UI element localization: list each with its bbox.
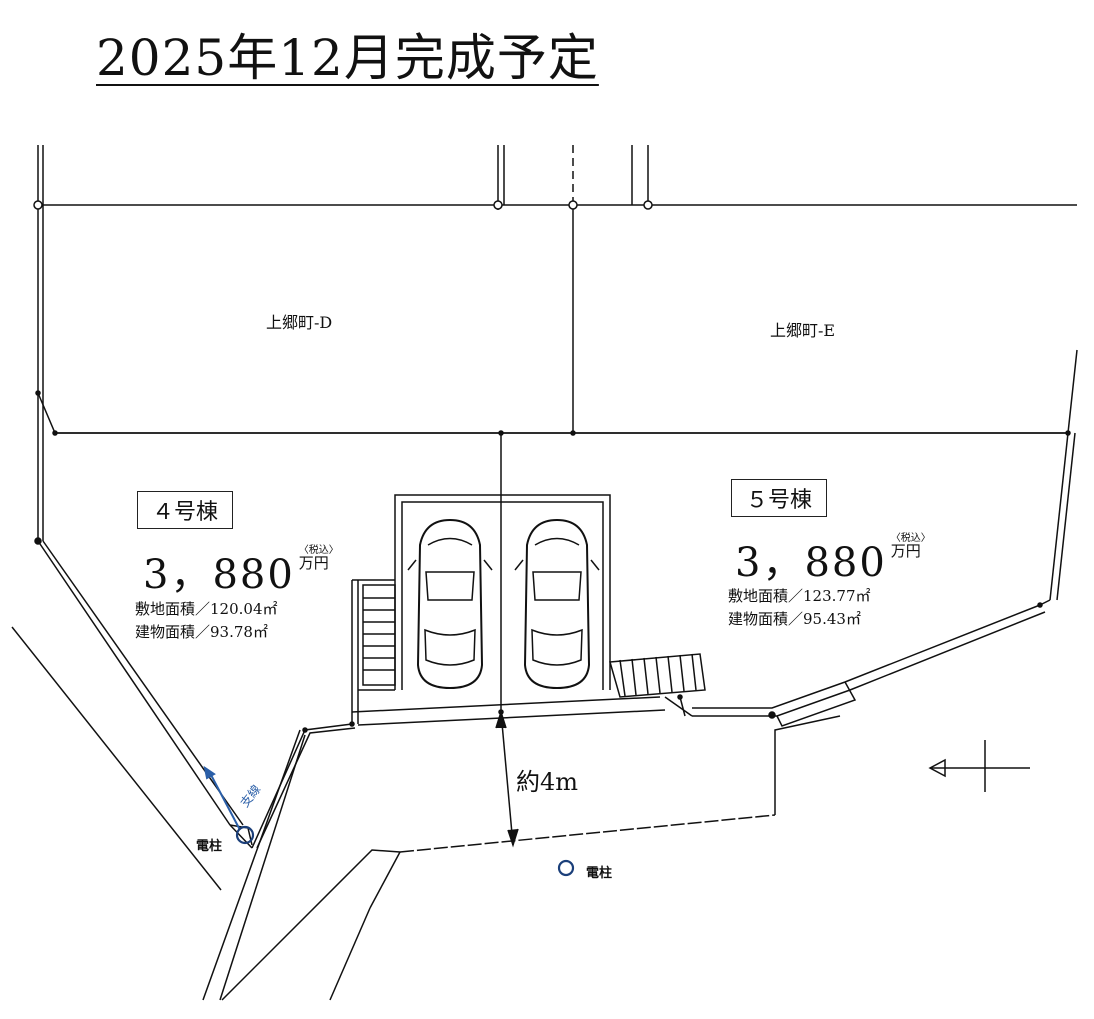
- stairs-house4: [362, 584, 396, 686]
- road-edges: [11, 626, 841, 1001]
- house5-price: 3，880 〈税込〉 万円: [735, 530, 931, 588]
- stay-wire-arrow: [203, 765, 241, 831]
- parking-structure: [302, 494, 693, 733]
- house5-label: ５号棟: [731, 479, 828, 517]
- utility-pole-left-label: 電柱: [196, 839, 223, 854]
- house4-price: 3，880 〈税込〉 万円: [143, 542, 339, 600]
- lot-boundaries: [37, 145, 1078, 434]
- house5-building-area: 建物面積／95.43㎡: [728, 610, 861, 628]
- house4-areas: 敷地面積／120.04㎡ 建物面積／93.78㎡: [135, 598, 278, 644]
- house5-tax-note: 〈税込〉: [890, 533, 931, 544]
- lot5-boundary: [692, 432, 1076, 727]
- house4-label: ４号棟: [137, 491, 234, 529]
- utility-pole-left: [235, 825, 255, 845]
- north-arrow-icon: [928, 740, 1030, 792]
- house4-building-area: 建物面積／93.78㎡: [135, 623, 268, 641]
- road-width-label: 約4m: [516, 768, 579, 796]
- house5-price-unit: 万円: [890, 542, 921, 560]
- utility-pole-road: [557, 859, 575, 877]
- road-width-dimension: [495, 433, 519, 848]
- utility-pole-road-label: 電柱: [586, 866, 613, 881]
- house5-areas: 敷地面積／123.77㎡ 建物面積／95.43㎡: [728, 585, 871, 631]
- house4-tax-note: 〈税込〉: [298, 545, 339, 556]
- car-right: [514, 518, 600, 690]
- lot-e-label: 上郷町-E: [770, 321, 836, 340]
- lot-d-label: 上郷町-D: [266, 313, 333, 332]
- house4-price-value: 3，880: [143, 552, 295, 598]
- page-title: 2025年12月完成予定: [96, 29, 599, 87]
- car-left: [407, 518, 493, 690]
- house4-site-area: 敷地面積／120.04㎡: [135, 600, 278, 618]
- house4-price-unit: 万円: [298, 554, 329, 572]
- house5-price-value: 3，880: [735, 540, 887, 586]
- house5-site-area: 敷地面積／123.77㎡: [728, 587, 871, 605]
- stairs-house5: [609, 653, 706, 698]
